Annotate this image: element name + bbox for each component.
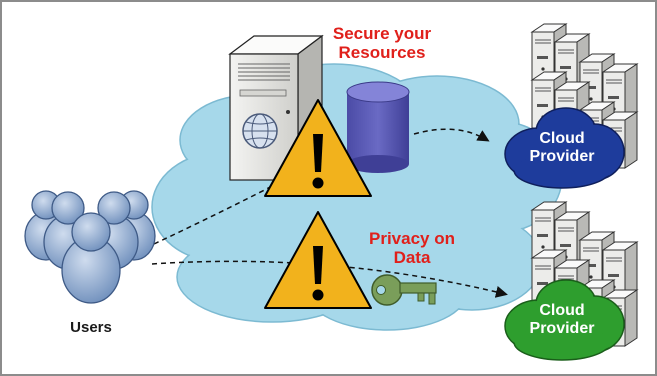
connector-database-to-top-cloud <box>413 128 490 142</box>
key-icon <box>371 274 437 306</box>
privacy-label-line1: Privacy on <box>369 229 455 248</box>
connector-users-to-bottom-cloud <box>151 260 508 298</box>
privacy-data-label: Privacy on Data <box>360 229 464 267</box>
cloud-provider-top-label: Cloud Provider <box>512 130 612 167</box>
database-icon <box>346 81 410 173</box>
cloud-provider-bottom-label: Cloud Provider <box>512 302 612 339</box>
cloud-bottom-line1: Cloud <box>539 302 585 319</box>
cloud-top-line1: Cloud <box>539 130 585 147</box>
secure-label-line1: Secure your <box>332 24 432 43</box>
users-icon <box>24 190 156 304</box>
privacy-label-line2: Data <box>393 248 431 268</box>
cloud-top-line2: Provider <box>529 148 595 166</box>
secure-label-line2: Resources <box>338 43 426 63</box>
globe-icon <box>242 113 278 149</box>
cloud-bottom-line2: Provider <box>529 320 595 338</box>
secure-resources-label: Secure your Resources <box>320 24 444 62</box>
users-label: Users <box>70 319 112 336</box>
